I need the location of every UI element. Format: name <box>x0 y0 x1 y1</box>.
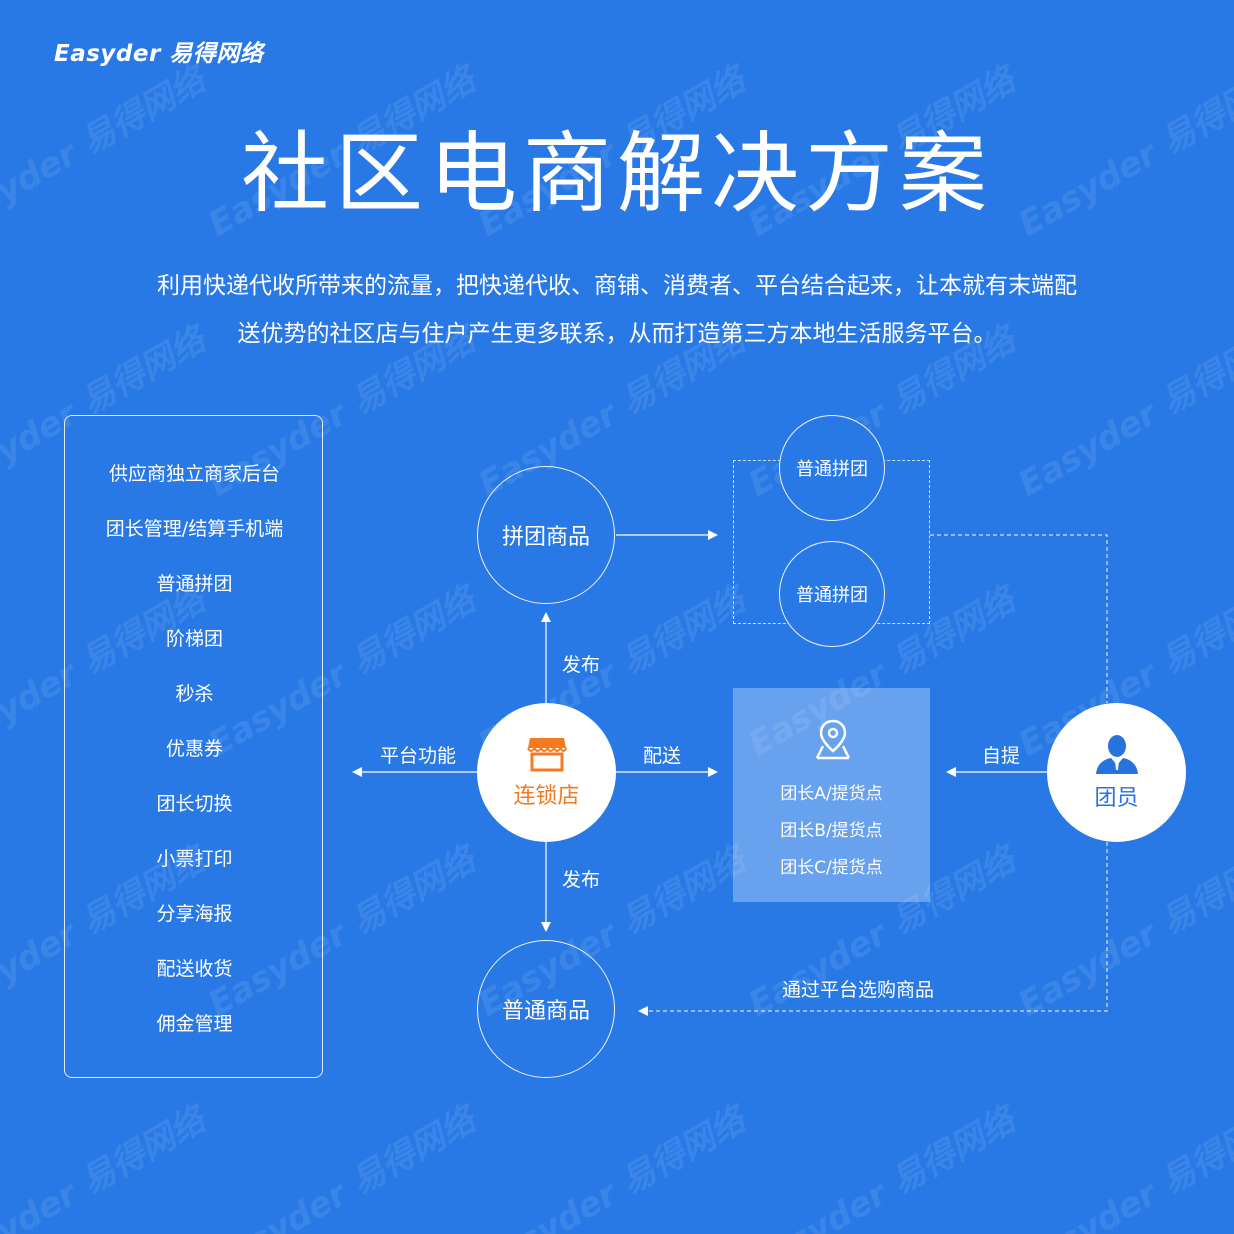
publish-down-label: 发布 <box>562 869 601 891</box>
feature-item: 普通拼团 <box>156 573 233 595</box>
feature-item: 分享海报 <box>156 903 233 925</box>
group-products-label: 拼团商品 <box>501 525 590 550</box>
normal-group-node-1: 普通拼团 <box>779 415 885 521</box>
pickup-point-a: 团长A/提货点 <box>780 784 883 804</box>
pickup-point-c: 团长C/提货点 <box>780 858 883 878</box>
user-icon <box>1095 734 1138 774</box>
pickup-points-box: 团长A/提货点 团长B/提货点 团长C/提货点 <box>733 688 930 902</box>
feature-item: 团长管理/结算手机端 <box>105 518 284 540</box>
page-description: 利用快递代收所带来的流量，把快递代收、商铺、消费者、平台结合起来，让本就有末端配… <box>110 262 1124 358</box>
publish-up-label: 发布 <box>562 654 601 676</box>
member-label: 团员 <box>1094 785 1139 811</box>
brand-logo: Easyder 易得网络 <box>54 41 264 67</box>
feature-item: 秒杀 <box>175 683 214 705</box>
chain-store-label: 连锁店 <box>513 783 580 809</box>
feature-item: 供应商独立商家后台 <box>108 463 280 485</box>
feature-item: 配送收货 <box>156 958 233 980</box>
feature-item: 团长切换 <box>156 793 233 815</box>
pickup-point-b: 团长B/提货点 <box>780 821 883 841</box>
normal-products-label: 普通商品 <box>501 999 590 1024</box>
store-icon <box>526 737 567 771</box>
buy-via-platform-label: 通过平台选购商品 <box>782 979 935 1001</box>
feature-item: 阶梯团 <box>165 628 223 650</box>
normal-group-label-2: 普通拼团 <box>796 585 868 606</box>
member-node: 团员 <box>1047 703 1186 842</box>
platform-functions-label: 平台功能 <box>380 745 457 767</box>
description-line-2: 送优势的社区店与住户产生更多联系，从而打造第三方本地生活服务平台。 <box>237 321 997 347</box>
normal-group-node-2: 普通拼团 <box>779 541 885 647</box>
feature-list-panel: 供应商独立商家后台 团长管理/结算手机端 普通拼团 阶梯团 秒杀 优惠券 团长切… <box>64 415 323 1078</box>
normal-products-node: 普通商品 <box>477 940 615 1078</box>
description-line-1: 利用快递代收所带来的流量，把快递代收、商铺、消费者、平台结合起来，让本就有末端配 <box>157 273 1077 299</box>
dashed-link-member-to-products <box>638 842 1108 1016</box>
dashed-link-group-to-member <box>930 534 1108 703</box>
location-pin-icon <box>815 719 851 760</box>
feature-item: 佣金管理 <box>156 1013 233 1035</box>
page-title: 社区电商解决方案 <box>240 122 993 225</box>
self-pickup-label: 自提 <box>982 745 1021 767</box>
feature-item: 优惠券 <box>165 738 223 760</box>
delivery-label: 配送 <box>643 745 682 767</box>
normal-group-label-1: 普通拼团 <box>796 459 868 480</box>
chain-store-node: 连锁店 <box>477 703 616 842</box>
feature-item: 小票打印 <box>156 848 233 870</box>
group-products-node: 拼团商品 <box>477 466 615 604</box>
